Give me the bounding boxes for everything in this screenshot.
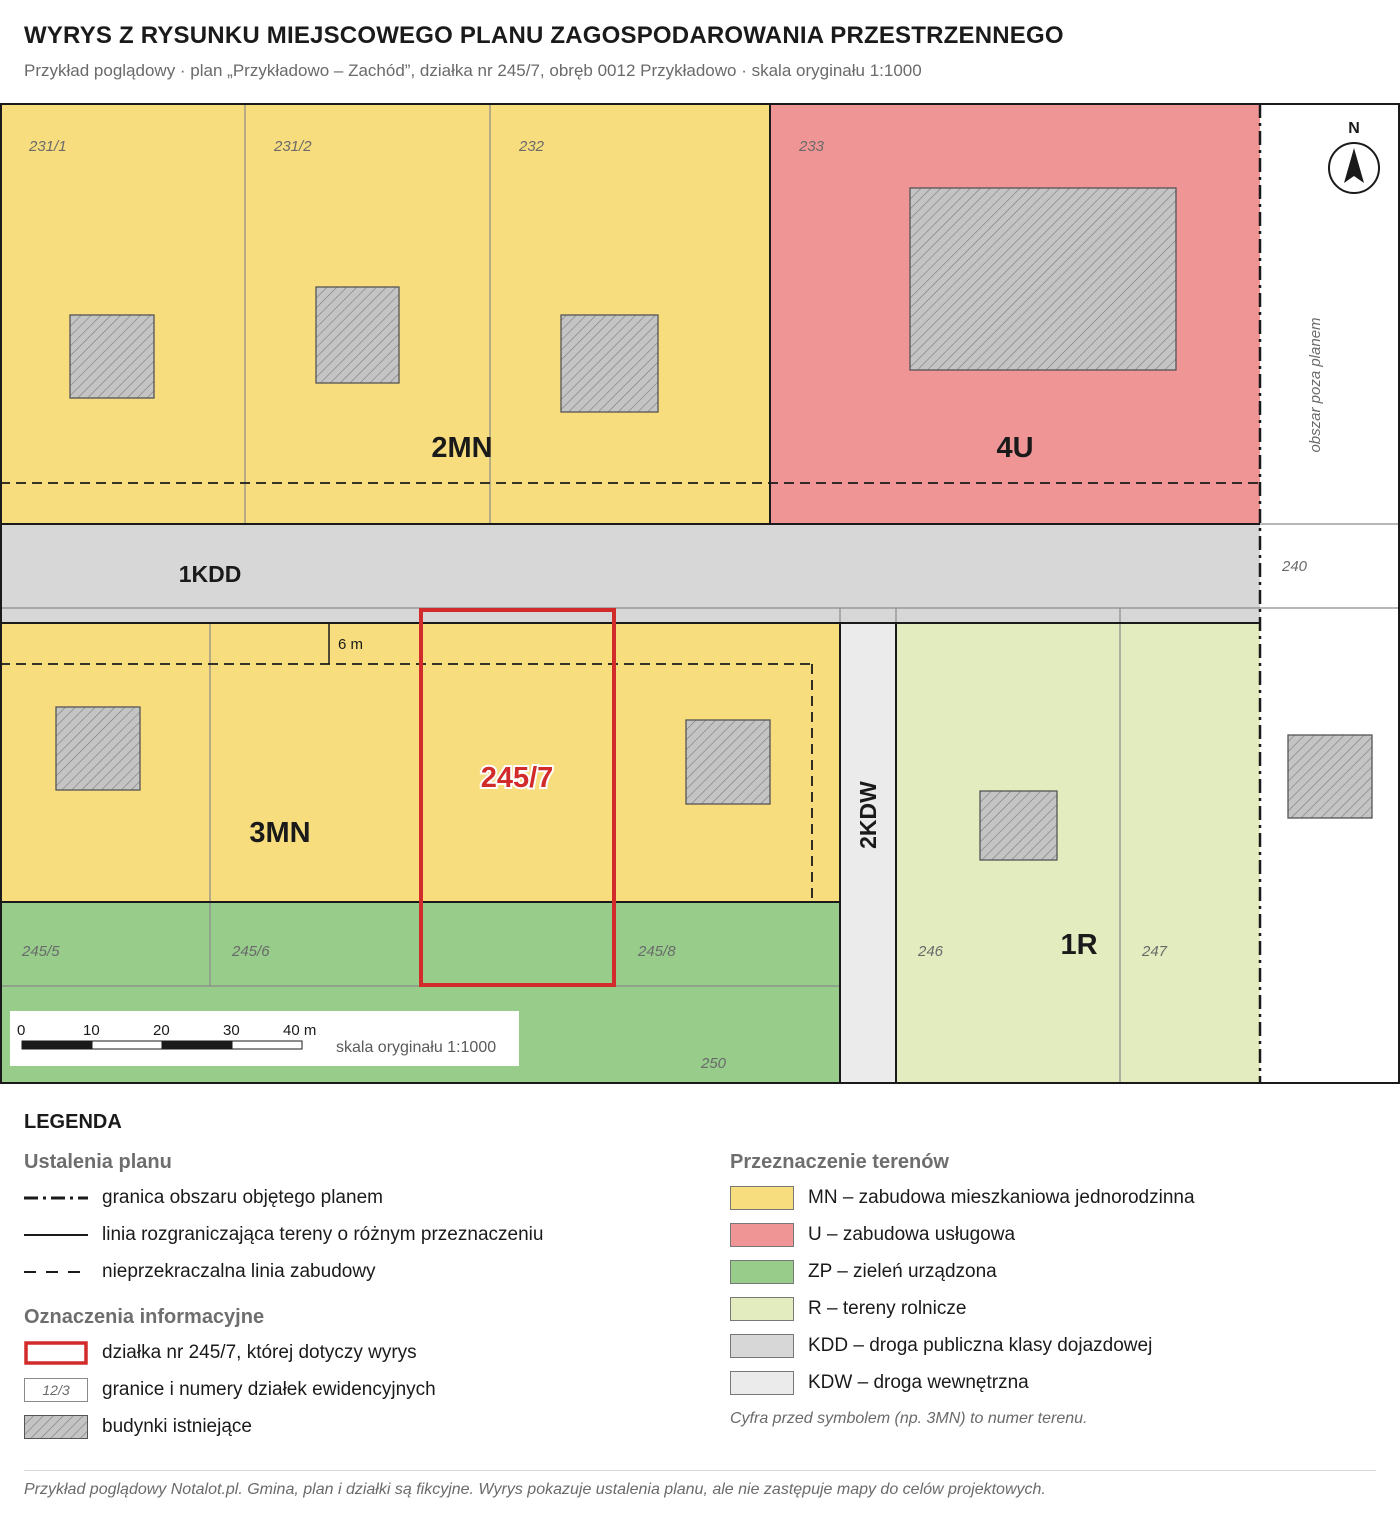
- legend-item-plan-boundary: granica obszaru objętego planem: [24, 1183, 383, 1213]
- legend-item-U: U – zabudowa usługowa: [730, 1220, 1015, 1250]
- scale-tick-label: 10: [83, 1022, 100, 1039]
- north-arrow-icon: [1344, 148, 1364, 183]
- legend-label: granica obszaru objętego planem: [102, 1187, 383, 1208]
- scale-tick-label: 30: [223, 1022, 240, 1039]
- zone-2KDW-area: [840, 623, 896, 1083]
- zone-boundaries: [0, 103, 1400, 1084]
- parcel-number: 245/6: [231, 943, 270, 960]
- building: [1287, 734, 1373, 819]
- legend-label: budynki istniejące: [102, 1416, 252, 1437]
- scale-tick-label: 0: [17, 1022, 25, 1039]
- zone-label-1R: 1R: [1060, 929, 1097, 961]
- scale-caption: skala oryginału 1:1000: [336, 1039, 496, 1056]
- parcel-number: 250: [700, 1055, 727, 1072]
- legend-label: KDW – droga wewnętrzna: [808, 1372, 1029, 1393]
- legend-item-R: R – tereny rolnicze: [730, 1294, 966, 1324]
- swatch-MN: [730, 1186, 794, 1210]
- legend-item-ZP: ZP – zieleń urządzona: [730, 1257, 997, 1287]
- parcel-number: 245/8: [637, 943, 676, 960]
- building: [315, 286, 400, 384]
- parcel-number: 233: [798, 138, 825, 155]
- legend-item-parcels: 12/3 granice i numery działek ewidencyjn…: [24, 1375, 436, 1405]
- scale-segment: [231, 1040, 303, 1050]
- north-arrow: N: [1328, 120, 1380, 194]
- parcel-number: 232: [518, 138, 545, 155]
- legend-title: LEGENDA: [24, 1111, 122, 1133]
- footer-disclaimer: Przykład poglądowy Notalot.pl. Gmina, pl…: [24, 1481, 1046, 1498]
- building: [560, 314, 659, 413]
- zone-label-2KDW: 2KDW: [855, 781, 881, 849]
- zone-label-2MN: 2MN: [431, 432, 492, 464]
- hatched-building-icon: [24, 1415, 88, 1439]
- scale-bar-box: [10, 1011, 519, 1066]
- legend-use-heading: Przeznaczenie terenów: [730, 1151, 949, 1173]
- solid-line-icon: [24, 1223, 88, 1247]
- north-label: N: [1348, 120, 1360, 137]
- legend-item-building-line: nieprzekraczalna linia zabudowy: [24, 1257, 376, 1287]
- document-subtitle: Przykład poglądowy · plan „Przykładowo –…: [24, 61, 922, 80]
- selected-parcel-outline: [419, 608, 616, 987]
- zone-label-4U: 4U: [996, 432, 1033, 464]
- document-title: WYRYS Z RYSUNKU MIEJSCOWEGO PLANU ZAGOSP…: [24, 22, 1064, 49]
- swatch-R: [730, 1297, 794, 1321]
- legend-label: ZP – zieleń urządzona: [808, 1261, 997, 1282]
- swatch-ZP: [730, 1260, 794, 1284]
- outside-area: [1260, 104, 1400, 1083]
- parcel-number: 245/5: [21, 943, 60, 960]
- outside-area-label: obszar poza planem: [1307, 317, 1324, 452]
- parcel-number: 240: [1281, 558, 1308, 575]
- legend-label: MN – zabudowa mieszkaniowa jednorodzinna: [808, 1187, 1195, 1208]
- swatch-U: [730, 1223, 794, 1247]
- legend-item-zone-line: linia rozgraniczająca tereny o różnym pr…: [24, 1220, 543, 1250]
- zone-1KDD-area: [0, 524, 1260, 623]
- swatch-KDD: [730, 1334, 794, 1358]
- legend-label: działka nr 245/7, której dotyczy wyrys: [102, 1342, 417, 1363]
- zone-label-3MN: 3MN: [249, 817, 310, 849]
- legend-item-selected-parcel: działka nr 245/7, której dotyczy wyrys: [24, 1338, 417, 1368]
- legend-label: linia rozgraniczająca tereny o różnym pr…: [102, 1224, 544, 1245]
- legend-note: Cyfra przed symbolem (np. 3MN) to numer …: [730, 1410, 1088, 1427]
- legend-label: R – tereny rolnicze: [808, 1298, 967, 1319]
- scale-bar: 0 10 20 30 40 m skala oryginału 1:1000: [10, 1011, 519, 1066]
- legend-label: KDD – droga publiczna klasy dojazdowej: [808, 1335, 1153, 1356]
- legend-item-MN: MN – zabudowa mieszkaniowa jednorodzinna: [730, 1183, 1195, 1213]
- parcel-number-icon: 12/3: [24, 1378, 88, 1402]
- parcel-sample-label: 12/3: [42, 1382, 69, 1398]
- buildings: [55, 187, 1373, 861]
- building: [685, 719, 771, 805]
- dimension-label: 6 m: [338, 636, 363, 653]
- swatch-KDW: [730, 1371, 794, 1395]
- dashed-line-icon: [24, 1260, 88, 1284]
- legend-item-KDW: KDW – droga wewnętrzna: [730, 1368, 1029, 1398]
- legend-plan-heading: Ustalenia planu: [24, 1151, 172, 1173]
- parcel-number: 231/1: [28, 138, 67, 155]
- selected-parcel-label: 245/7: [481, 762, 554, 794]
- scale-segment: [91, 1040, 163, 1050]
- legend-label: U – zabudowa usługowa: [808, 1224, 1016, 1245]
- building-lines: [0, 482, 1260, 902]
- parcel-number: 247: [1141, 943, 1168, 960]
- scale-segment: [161, 1040, 233, 1050]
- building: [909, 187, 1177, 371]
- building: [979, 790, 1058, 861]
- parcel-number: 246: [917, 943, 944, 960]
- legend-info-heading: Oznaczenia informacyjne: [24, 1306, 265, 1328]
- building: [69, 314, 155, 399]
- dash-dot-line-icon: [24, 1186, 88, 1210]
- legend-label: granice i numery działek ewidencyjnych: [102, 1379, 436, 1400]
- zone-label-1KDD: 1KDD: [179, 561, 242, 587]
- zone-1R-area: [896, 623, 1260, 1083]
- red-outline-icon: [24, 1341, 88, 1365]
- scale-tick-label: 20: [153, 1022, 170, 1039]
- building: [55, 706, 141, 791]
- scale-segment: [21, 1040, 93, 1050]
- parcel-number: 231/2: [273, 138, 312, 155]
- scale-tick-label: 40 m: [283, 1022, 316, 1039]
- legend-label: nieprzekraczalna linia zabudowy: [102, 1261, 376, 1282]
- legend-item-buildings: budynki istniejące: [24, 1412, 252, 1442]
- legend-item-KDD: KDD – droga publiczna klasy dojazdowej: [730, 1331, 1152, 1361]
- footer-divider: [24, 1470, 1376, 1471]
- plan-map: 6 m 2MN 4U 1KDD 3MN 1R 2KDW 245/7 231/1 …: [0, 103, 1400, 1084]
